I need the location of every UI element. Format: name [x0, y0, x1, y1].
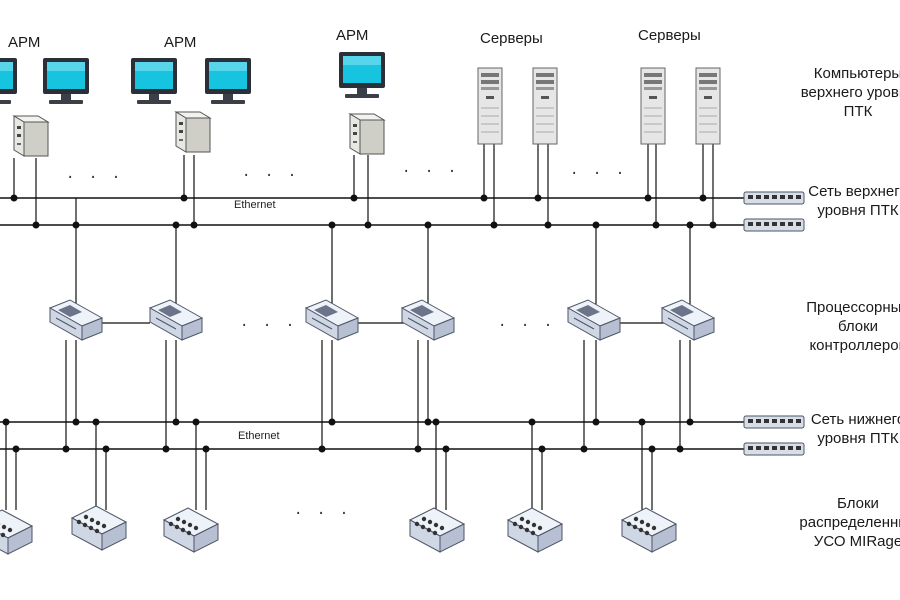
processor-block-icon: [401, 299, 455, 341]
io-links: [5, 422, 653, 510]
ellipsis: · · ·: [294, 506, 352, 522]
monitor-icons: [0, 52, 385, 104]
description-line: Блоки: [837, 495, 879, 512]
io-block-icon: [71, 505, 127, 551]
computers-description: Компьютеры верхнего уровня ПТК: [778, 64, 900, 121]
pc-tower-icon: [175, 111, 211, 153]
arm-label: АРМ: [164, 34, 197, 51]
arm-label: АРМ: [336, 27, 369, 44]
lower-network-bus: [0, 421, 745, 450]
io-block-icon: [409, 507, 465, 553]
description-line: уровня ПТК: [817, 202, 899, 219]
monitor-icon: [0, 58, 17, 104]
server-icon: [477, 67, 503, 145]
lower-network-description: Сеть нижнего уровня ПТК: [778, 410, 900, 448]
description-line: ПТК: [843, 103, 873, 120]
pc-icons: [13, 111, 385, 157]
servers-label: Серверы: [480, 30, 543, 47]
top-junctions: [10, 194, 717, 229]
top-device-links: [13, 143, 714, 225]
processor-upper-junctions: [72, 221, 694, 229]
description-line: Сеть верхнего: [808, 183, 900, 200]
monitor-icon: [205, 58, 251, 104]
distributed-blocks-description: Блоки распределенных УСО MIRage: [778, 494, 900, 551]
servers-label: Серверы: [638, 27, 701, 44]
ellipsis: · · ·: [570, 166, 628, 182]
server-icon: [695, 67, 721, 145]
ethernet-lower-label: Ethernet: [236, 430, 282, 442]
upper-network-bus: [0, 197, 745, 226]
io-junctions: [2, 418, 656, 453]
description-line: Компьютеры: [813, 65, 900, 82]
processor-block-icon: [661, 299, 715, 341]
processor-upper-links: [75, 198, 691, 310]
upper-network-description: Сеть верхнего уровня ПТК: [778, 182, 900, 220]
description-line: УСО MIRage: [813, 533, 900, 550]
description-line: контроллеров: [809, 337, 900, 354]
io-block-icon: [621, 507, 677, 553]
description-line: уровня ПТК: [817, 430, 899, 447]
ellipsis: · · ·: [498, 318, 556, 334]
processor-lower-links: [65, 340, 691, 449]
processor-block-icon: [567, 299, 621, 341]
monitor-icon: [43, 58, 89, 104]
processor-block-icon: [305, 299, 359, 341]
processor-block-icon: [49, 299, 103, 341]
ellipsis: · · ·: [66, 170, 124, 186]
processor-blocks-description: Процессорные блоки контроллеров: [778, 298, 900, 355]
arm-label: АРМ: [8, 34, 41, 51]
description-line: блоки: [837, 318, 879, 335]
ellipsis: · · ·: [242, 168, 300, 184]
pc-tower-icon: [349, 113, 385, 155]
monitor-icon: [131, 58, 177, 104]
server-icons: [477, 67, 721, 145]
ethernet-upper-label: Ethernet: [232, 199, 278, 211]
io-block-icon: [0, 509, 33, 555]
ellipsis: · · ·: [240, 318, 298, 334]
description-line: верхнего уровня: [800, 84, 900, 101]
monitor-icon: [339, 52, 385, 98]
server-icon: [640, 67, 666, 145]
ellipsis: · · ·: [402, 164, 460, 180]
description-line: Процессорные: [806, 299, 900, 316]
switch-icon: [743, 218, 805, 232]
description-line: Сеть нижнего: [810, 411, 900, 428]
pc-tower-icon: [13, 115, 49, 157]
server-icon: [532, 67, 558, 145]
processor-lower-junctions: [62, 418, 694, 453]
processor-block-icons: [49, 299, 715, 341]
processor-block-icon: [149, 299, 203, 341]
io-block-icon: [507, 507, 563, 553]
io-block-icon: [163, 507, 219, 553]
description-line: распределенных: [799, 514, 900, 531]
